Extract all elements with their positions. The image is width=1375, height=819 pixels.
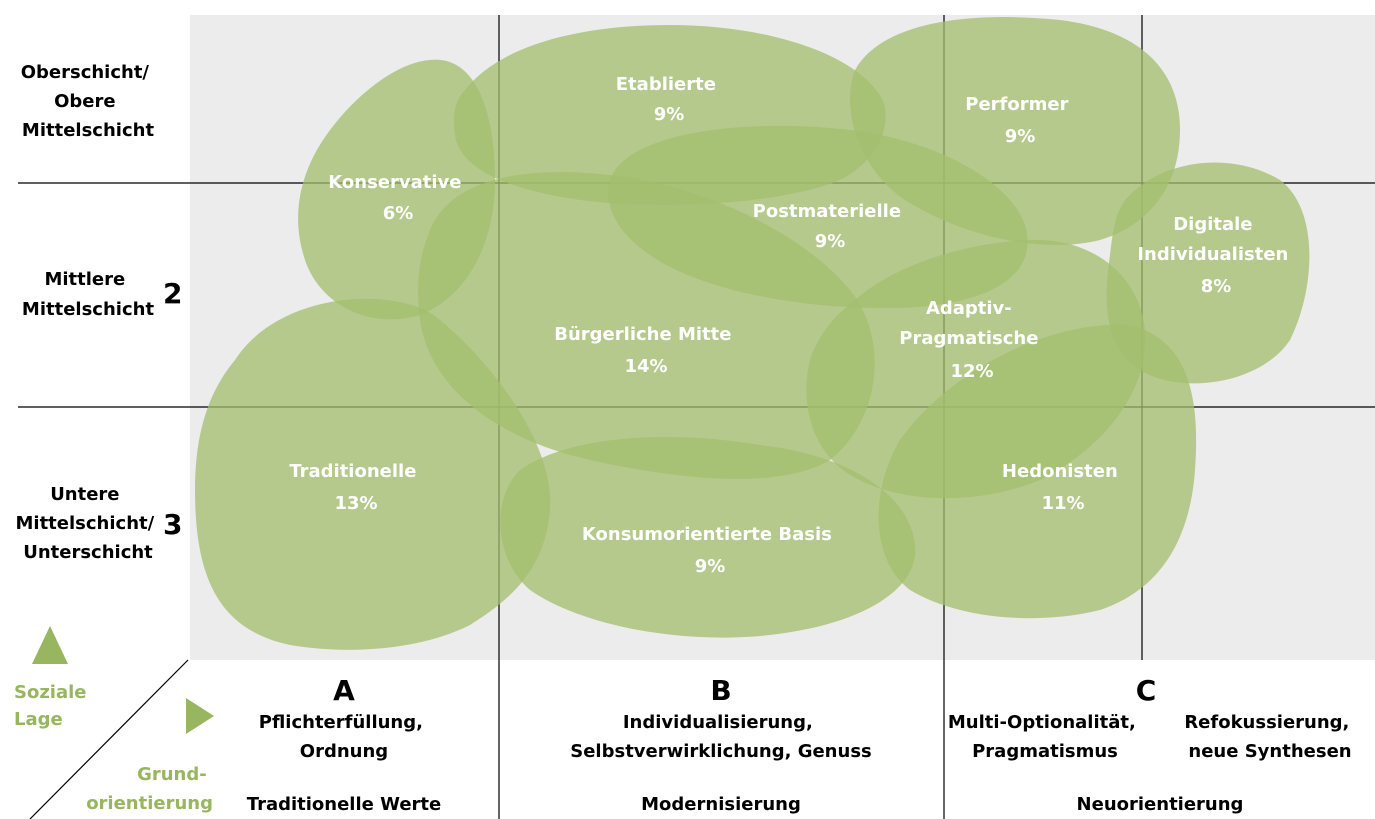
milieu-label-performer: Performer 9% <box>965 94 1074 147</box>
axis-label-grundorientierung: Grund- orientierung <box>86 764 213 814</box>
milieu-label-konservative: Konservative 6% <box>328 172 468 224</box>
column-headers: A Pflichterfüllung, Ordnung Traditionell… <box>247 674 1355 815</box>
row-label-middle: Mittlere Mittelschicht <box>22 269 155 320</box>
milieu-shape-performer <box>850 17 1180 246</box>
axis-diagonal <box>29 659 189 819</box>
column-desc-c1: Multi-Optionalität, Pragmatismus <box>948 712 1142 762</box>
milieu-shapes <box>195 17 1310 650</box>
axis-label-soziale-lage: Soziale Lage <box>14 682 93 730</box>
milieu-label-etablierte: Etablierte 9% <box>616 74 722 125</box>
column-group-c: Neuorientierung <box>1077 794 1244 815</box>
column-letter-a: A <box>333 674 355 707</box>
up-arrow-icon <box>32 626 68 664</box>
milieu-shape-konservative <box>298 59 495 320</box>
row-number-3: 3 <box>163 508 182 541</box>
milieu-label-digitale-individualisten: Digitale Individualisten 8% <box>1137 214 1294 297</box>
milieu-label-hedonisten: Hedonisten 11% <box>1002 461 1124 514</box>
column-desc-a: Pflichterfüllung, Ordnung <box>259 712 430 762</box>
column-group-a: Traditionelle Werte <box>247 794 441 815</box>
milieu-label-adaptiv-pragmatische: Adaptiv- Pragmatische 12% <box>899 298 1044 382</box>
milieu-labels: Etablierte 9% Performer 9% Konservative … <box>289 74 1294 577</box>
row-label-upper: Oberschicht/ Obere Mittelschicht <box>21 62 156 141</box>
milieu-label-postmaterielle: Postmaterielle 9% <box>753 201 908 252</box>
row-number-2: 2 <box>163 277 182 310</box>
row-labels: Oberschicht/ Obere Mittelschicht Mittler… <box>16 62 183 563</box>
milieu-label-buergerliche-mitte: Bürgerliche Mitte 14% <box>554 324 737 377</box>
milieu-label-traditionelle: Traditionelle 13% <box>289 461 422 514</box>
milieu-label-konsumorientierte-basis: Konsumorientierte Basis 9% <box>582 524 838 577</box>
column-letter-b: B <box>710 674 731 707</box>
column-desc-b: Individualisierung, Selbstverwirklichung… <box>570 712 872 762</box>
milieu-shape-konsumorientierte-basis <box>500 437 916 638</box>
milieu-shape-digitale-individualisten <box>1106 162 1310 384</box>
axis-legend: Soziale Lage Grund- orientierung <box>14 626 214 814</box>
row-label-lower: Untere Mittelschicht/ Unterschicht <box>16 484 161 563</box>
milieu-shape-hedonisten <box>878 324 1197 619</box>
column-letter-c: C <box>1136 674 1157 707</box>
right-arrow-icon <box>186 698 214 734</box>
column-desc-c2: Refokussierung, neue Synthesen <box>1184 712 1355 762</box>
column-group-b: Modernisierung <box>641 794 801 815</box>
